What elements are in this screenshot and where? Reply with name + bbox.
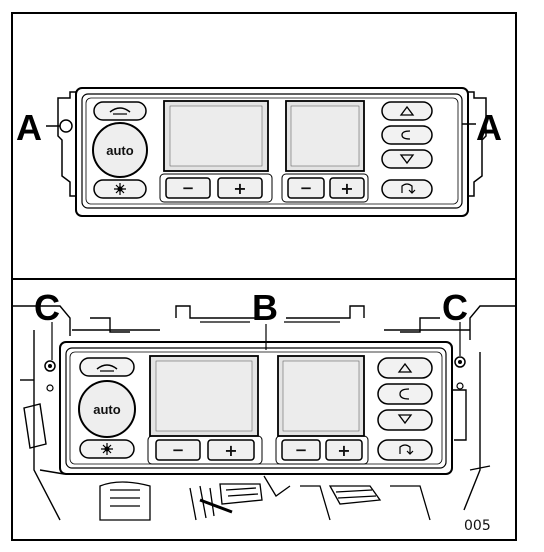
installed-left-plus-symbol: + (224, 441, 237, 460)
auto-button[interactable] (92, 122, 148, 178)
callout-c-right: C (442, 287, 468, 328)
recirculation-button[interactable] (381, 179, 433, 199)
right-temp-minus-button[interactable] (287, 177, 325, 199)
bottom-panel: auto − + − + (12, 287, 516, 534)
left-bracket (57, 91, 81, 197)
left-temp-minus-symbol: − (182, 179, 195, 197)
left-temp-plus-button[interactable] (217, 177, 263, 199)
installed-airflow-face-button[interactable] (377, 383, 433, 405)
installed-left-minus-symbol: − (172, 441, 185, 459)
airflow-up-icon (399, 105, 415, 116)
installed-right-plus-button[interactable] (325, 439, 363, 461)
airflow-up-button[interactable] (381, 101, 433, 121)
installed-recirculation-button[interactable] (377, 439, 433, 461)
defrost-button[interactable] (93, 101, 147, 121)
recirculation-icon (399, 444, 414, 455)
airflow-face-button[interactable] (381, 125, 433, 145)
left-temp-minus-button[interactable] (165, 177, 211, 199)
installed-left-minus-button[interactable] (155, 439, 201, 461)
airflow-down-button[interactable] (381, 149, 433, 169)
callout-a-left: A (16, 107, 42, 148)
top-panel: auto − + − + A A (16, 87, 502, 217)
left-temp-plus-symbol: + (233, 179, 246, 198)
wiring-harness (99, 475, 431, 521)
installed-right-plus-symbol: + (337, 441, 350, 460)
fan-icon (101, 443, 113, 455)
right-temp-plus-button[interactable] (329, 177, 365, 199)
right-bracket (463, 91, 487, 197)
installed-auto-button-label: auto (93, 402, 121, 417)
right-temp-plus-symbol: + (340, 179, 353, 198)
recirculation-icon (401, 183, 416, 194)
auto-button-label: auto (106, 143, 134, 158)
airflow-up-icon (397, 362, 413, 373)
installed-auto-button[interactable] (78, 380, 136, 438)
dashboard-surround (12, 305, 516, 521)
airflow-down-icon (399, 154, 415, 165)
callout-a-right: A (476, 107, 502, 148)
figure-number: 005 (464, 518, 491, 534)
airflow-down-icon (397, 414, 413, 425)
installed-defrost-button[interactable] (79, 357, 135, 377)
airflow-face-icon (399, 388, 410, 400)
callout-c-left: C (34, 287, 60, 328)
installed-right-minus-symbol: − (295, 441, 308, 459)
defrost-icon (96, 364, 118, 372)
airflow-face-icon (401, 130, 411, 140)
alignment-hole-left (46, 384, 54, 392)
screw-a-left (59, 119, 73, 133)
callout-b-center: B (252, 287, 278, 328)
installed-airflow-up-button[interactable] (377, 357, 433, 379)
alignment-hole-right (456, 382, 464, 390)
installed-left-plus-button[interactable] (207, 439, 255, 461)
fan-icon (114, 183, 126, 195)
installed-airflow-down-button[interactable] (377, 409, 433, 431)
defrost-icon (109, 107, 131, 115)
installed-right-minus-button[interactable] (281, 439, 321, 461)
right-temp-minus-symbol: − (300, 179, 313, 197)
